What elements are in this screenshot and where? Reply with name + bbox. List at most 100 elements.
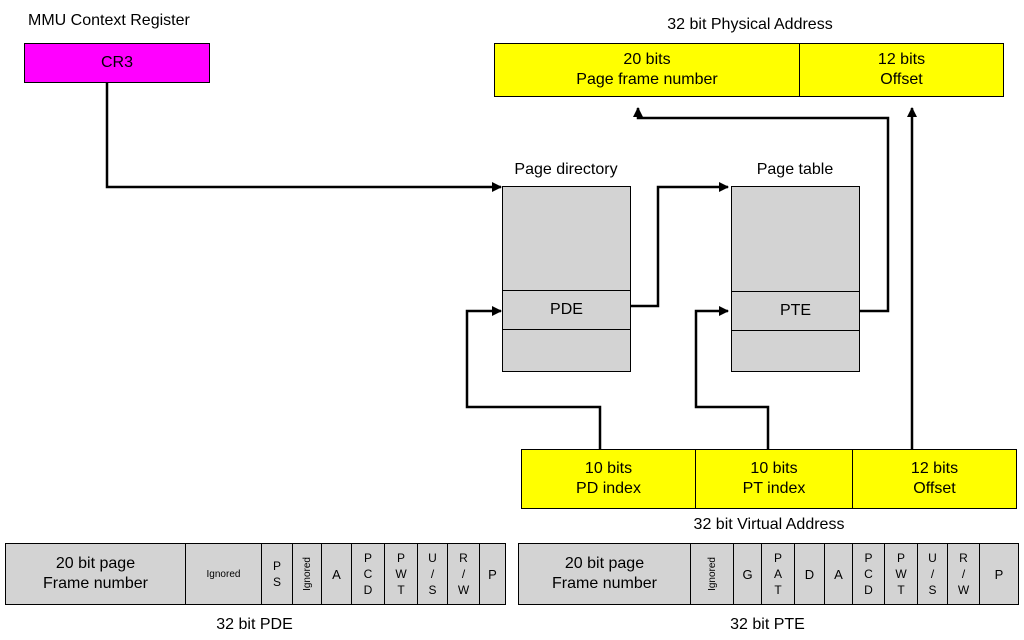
pte-us-cell: U / S xyxy=(918,544,948,604)
pte-pat-1: P xyxy=(773,551,782,565)
pde-p-label: P xyxy=(488,566,497,582)
pte-frame-line2: Frame number xyxy=(552,575,657,592)
pte-pwt-3: T xyxy=(897,583,905,597)
pte-g-cell: G xyxy=(734,544,762,604)
arrow-pt-index-to-pte xyxy=(694,306,770,450)
virtual-offset-bits: 12 bits xyxy=(910,460,959,477)
pte-p-label: P xyxy=(994,566,1004,582)
pde-rw-2: / xyxy=(461,567,466,581)
pte-pat-2: A xyxy=(773,567,782,581)
pde-ps-2: S xyxy=(272,575,281,589)
pte-pcd-2: C xyxy=(864,567,873,581)
pde-pcd-1: P xyxy=(363,551,372,565)
pte-pcd-1: P xyxy=(864,551,873,565)
pde-frame-number-cell: 20 bit page Frame number xyxy=(6,544,186,604)
pde-p-cell: P xyxy=(480,544,505,604)
pte-ignored-label: Ignored xyxy=(706,557,718,591)
arrow-pte-to-frame-number xyxy=(633,107,890,313)
pde-rw-3: W xyxy=(457,583,470,597)
page-directory-table: PDE xyxy=(502,186,631,372)
pte-rw-cell: R / W xyxy=(948,544,980,604)
pte-pwt-1: P xyxy=(896,551,905,565)
pde-us-1: U xyxy=(428,551,437,565)
pde-a-label: A xyxy=(332,566,341,582)
physical-offset-bits: 12 bits xyxy=(877,51,926,68)
pde-frame-line2: Frame number xyxy=(43,575,148,592)
pde-us-2: / xyxy=(430,567,435,581)
pde-row: PDE xyxy=(503,290,630,330)
pte-a-cell: A xyxy=(825,544,853,604)
page-table-title: Page table xyxy=(756,161,834,178)
pde-ps-1: P xyxy=(272,559,281,573)
virtual-address-title: 32 bit Virtual Address xyxy=(693,516,845,533)
pte-row: PTE xyxy=(732,291,859,331)
pde-format-title: 32 bit PDE xyxy=(216,616,293,633)
pde-pcd-2: C xyxy=(363,567,373,581)
pde-ignored-vertical-label: Ignored xyxy=(301,557,313,591)
pte-d-cell: D xyxy=(795,544,825,604)
pte-a-label: A xyxy=(834,566,843,582)
physical-address-box: 20 bits Page frame number 12 bits Offset xyxy=(494,43,1004,97)
arrow-cr3-to-page-directory xyxy=(105,82,502,192)
pde-us-3: S xyxy=(428,583,437,597)
pde-pcd-3: D xyxy=(363,583,373,597)
virtual-pt-name: PT index xyxy=(742,480,806,497)
virtual-pt-bits: 10 bits xyxy=(750,460,798,477)
pte-pcd-3: D xyxy=(864,583,873,597)
pte-format-title: 32 bit PTE xyxy=(730,616,805,633)
page-table-table: PTE xyxy=(731,186,860,372)
physical-frame-name: Page frame number xyxy=(576,71,718,88)
pte-frame-number-cell: 20 bit page Frame number xyxy=(519,544,691,604)
pde-rw-1: R xyxy=(459,551,468,565)
mmu-context-register-label: MMU Context Register xyxy=(28,12,190,29)
pte-rw-1: R xyxy=(959,551,968,565)
pte-pwt-2: W xyxy=(895,567,907,581)
virtual-pd-bits: 10 bits xyxy=(584,460,633,477)
arrow-pd-index-to-pde xyxy=(465,306,602,450)
pte-pat-3: T xyxy=(774,583,782,597)
pde-frame-line1: 20 bit page xyxy=(55,555,136,572)
pte-us-2: / xyxy=(930,567,935,581)
pte-p-cell: P xyxy=(980,544,1018,604)
pde-us-cell: U / S xyxy=(418,544,448,604)
pte-rw-3: W xyxy=(957,583,970,597)
virtual-pd-index-field: 10 bits PD index xyxy=(522,450,696,508)
physical-offset-field: 12 bits Offset xyxy=(800,44,1003,96)
pde-pwt-3: T xyxy=(397,583,405,597)
pte-us-3: S xyxy=(928,583,937,597)
pte-label: PTE xyxy=(779,302,812,319)
pte-d-label: D xyxy=(804,566,815,582)
virtual-offset-field: 12 bits Offset xyxy=(853,450,1016,508)
pte-g-label: G xyxy=(742,566,753,582)
pte-rw-2: / xyxy=(961,567,966,581)
pde-pwt-2: W xyxy=(395,567,407,581)
physical-frame-field: 20 bits Page frame number xyxy=(495,44,800,96)
physical-address-title: 32 bit Physical Address xyxy=(667,16,833,33)
pte-frame-line1: 20 bit page xyxy=(564,555,645,572)
physical-frame-bits: 20 bits xyxy=(623,51,671,68)
pde-rw-cell: R / W xyxy=(448,544,480,604)
page-directory-title: Page directory xyxy=(514,161,618,178)
pde-ignored-label: Ignored xyxy=(206,568,241,580)
pte-us-1: U xyxy=(928,551,937,565)
pte-ignored-cell: Ignored xyxy=(691,544,734,604)
pde-label: PDE xyxy=(550,301,583,318)
cr3-label: CR3 xyxy=(100,54,133,71)
virtual-address-box: 10 bits PD index 10 bits PT index 12 bit… xyxy=(521,449,1017,509)
virtual-offset-name: Offset xyxy=(913,480,956,497)
virtual-pd-name: PD index xyxy=(576,480,641,497)
arrow-pde-to-page-table xyxy=(631,182,729,308)
pde-ignored-vertical-cell: Ignored xyxy=(293,544,322,604)
cr3-register: CR3 xyxy=(24,43,210,83)
pde-ignored-cell: Ignored xyxy=(186,544,262,604)
pde-a-cell: A xyxy=(322,544,352,604)
